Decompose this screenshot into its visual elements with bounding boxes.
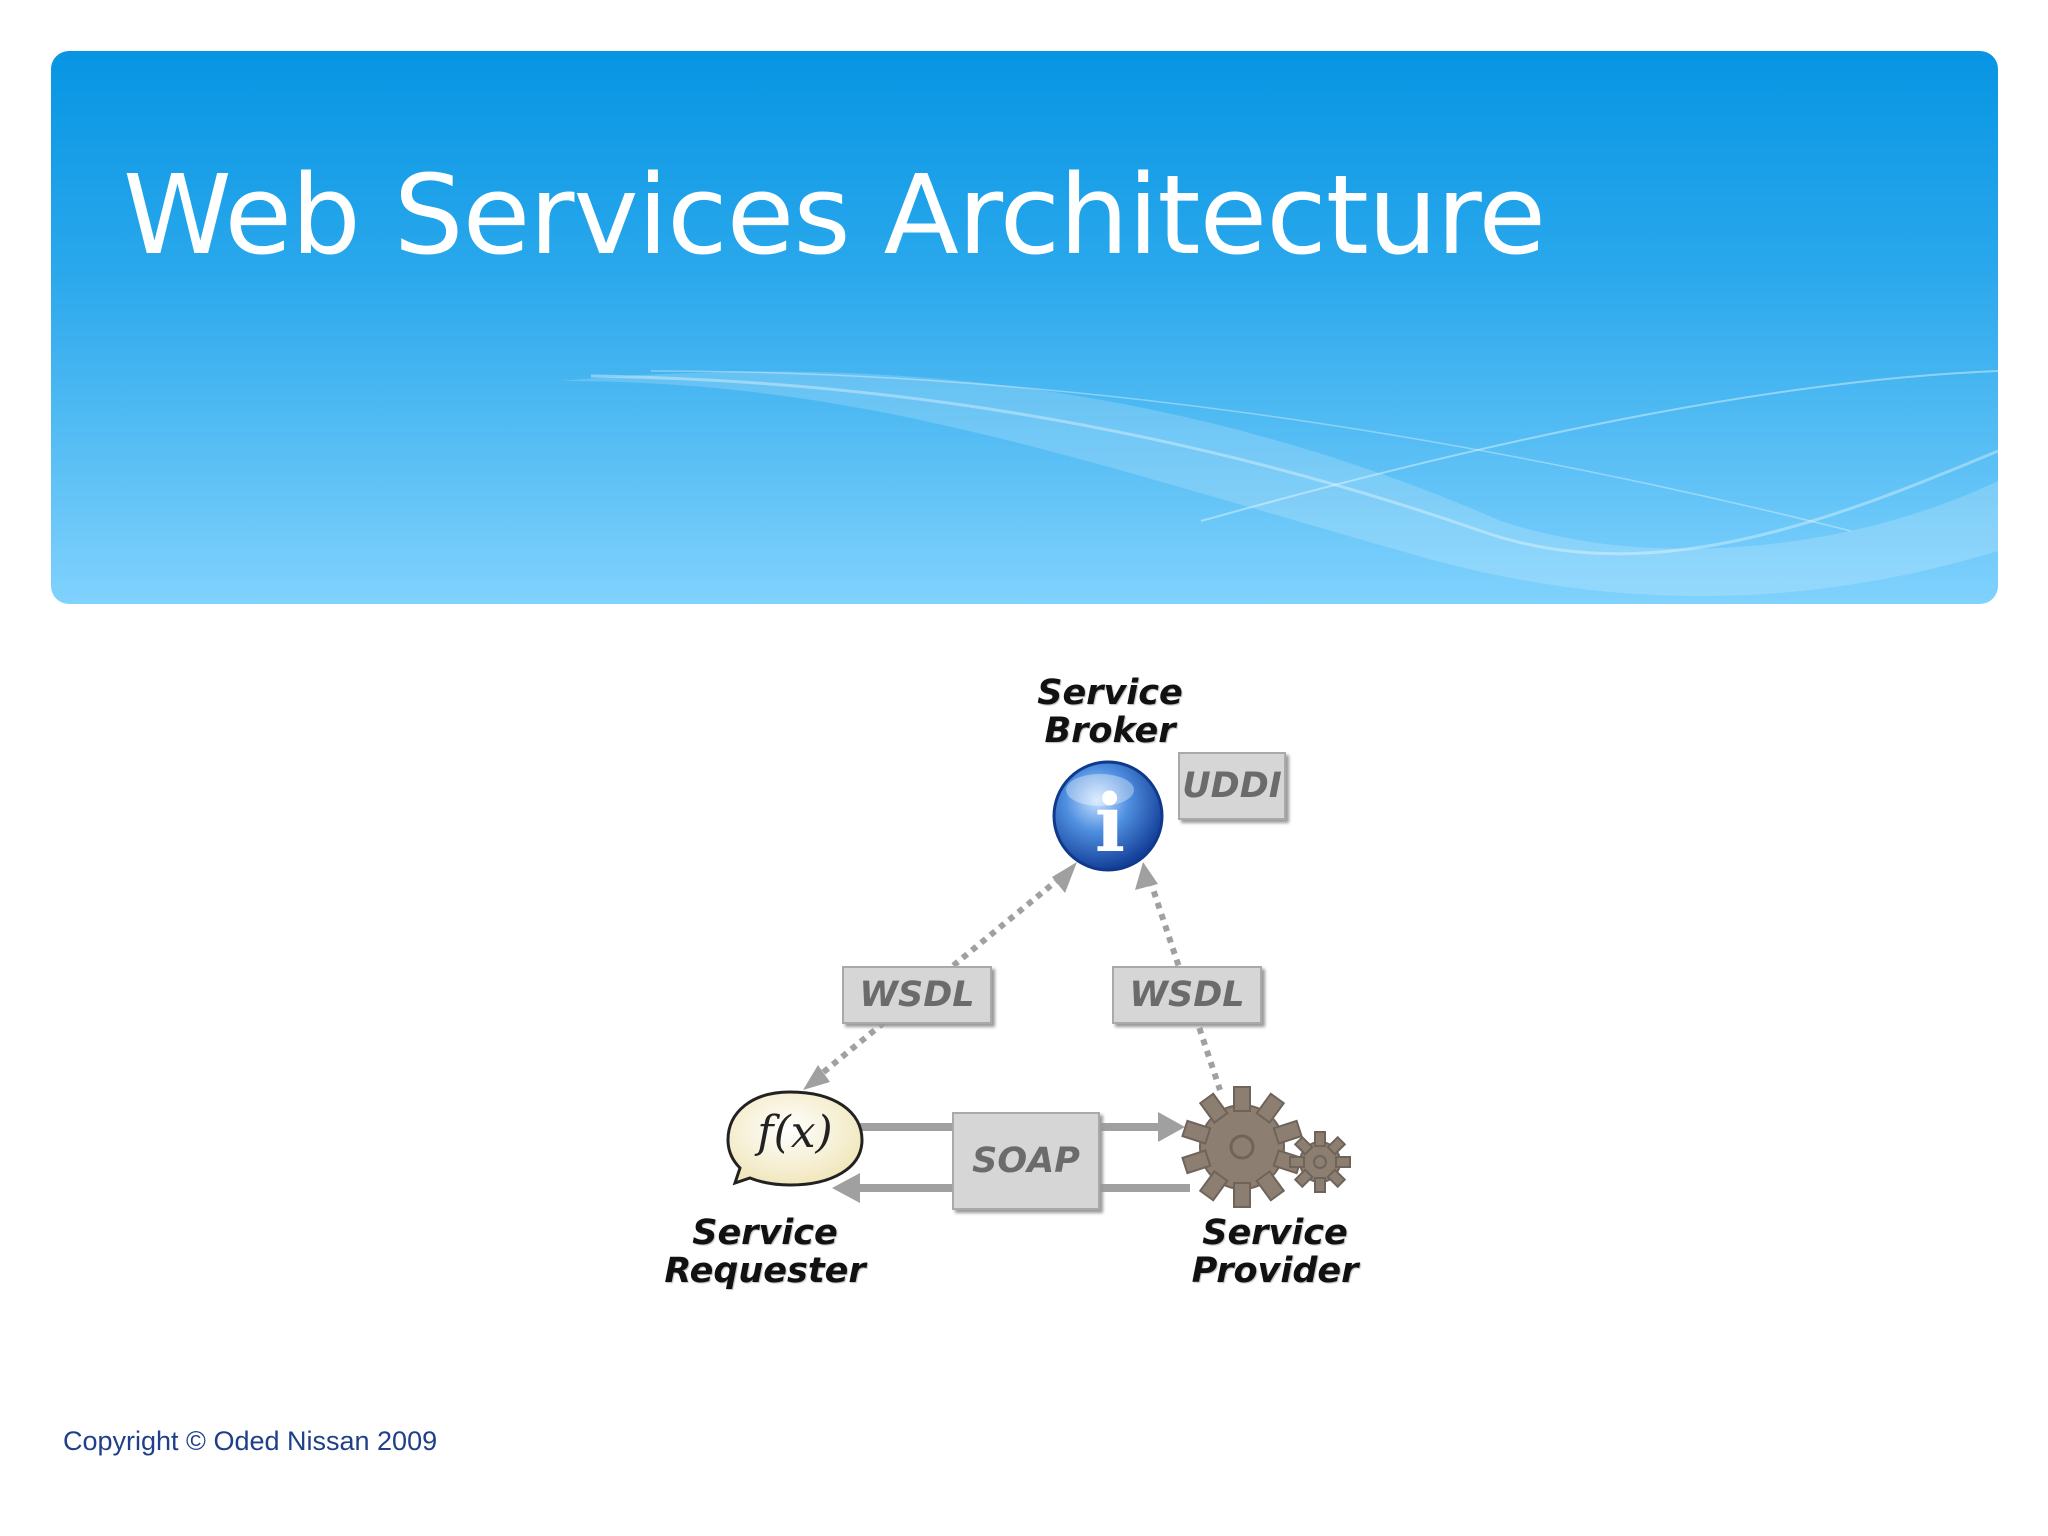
- provider-label: Service Provider: [1180, 1214, 1370, 1290]
- slide-title: Web Services Architecture: [123, 151, 1546, 279]
- soap-message: SOAP: [952, 1112, 1100, 1210]
- arrow-to-broker-right: [1135, 862, 1158, 890]
- broker-label-line1: Service: [1037, 673, 1183, 713]
- broker-label: Service Broker: [1015, 674, 1205, 750]
- gears-icon: [1181, 1086, 1351, 1208]
- wsdl-document-right: WSDL: [1112, 966, 1262, 1024]
- provider-label-line1: Service: [1202, 1213, 1348, 1253]
- requester-label-line1: Service: [692, 1213, 838, 1253]
- broker-label-line2: Broker: [1044, 711, 1176, 751]
- speech-bubble-function-icon: f(x): [726, 1090, 864, 1187]
- info-globe-icon: i: [1052, 760, 1164, 872]
- wave-decoration: [561, 370, 1998, 596]
- arrow-to-broker-left: [1052, 862, 1077, 893]
- copyright-notice: Copyright © Oded Nissan 2009: [63, 1426, 438, 1456]
- arrow-to-requester-response: [832, 1173, 860, 1203]
- function-symbol: f(x): [754, 1107, 832, 1158]
- info-symbol: i: [1095, 776, 1125, 870]
- arrow-to-requester: [803, 1065, 830, 1090]
- uddi-document: UDDI: [1178, 752, 1286, 820]
- requester-label-line2: Requester: [664, 1251, 866, 1291]
- requester-label: Service Requester: [660, 1214, 870, 1290]
- provider-label-line2: Provider: [1191, 1251, 1359, 1291]
- title-banner: Web Services Architecture: [51, 51, 1998, 604]
- wsdl-document-left: WSDL: [842, 966, 992, 1024]
- arrow-to-provider: [1158, 1112, 1185, 1142]
